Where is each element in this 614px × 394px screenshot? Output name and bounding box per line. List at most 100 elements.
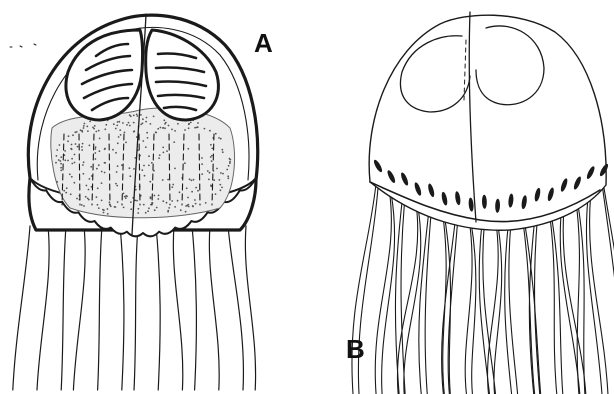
panel-a-stipple-dot <box>74 154 76 156</box>
panel-a-stipple-dot <box>141 169 143 171</box>
panel-a-stipple-dot <box>123 193 125 195</box>
panel-a-stipple-dot <box>68 135 70 137</box>
panel-a-stipple-dot <box>171 129 173 131</box>
panel-a-stipple-dot <box>185 211 187 213</box>
panel-a-stipple-dot <box>168 125 170 127</box>
panel-a-stipple-dot <box>209 130 211 132</box>
panel-a-stipple-dot <box>95 146 97 148</box>
panel-a-stipple-dot <box>133 168 135 170</box>
panel-a-stipple-dot <box>156 207 158 209</box>
panel-a-stipple-dot <box>88 199 90 201</box>
panel-a-stipple-dot <box>88 189 90 191</box>
panel-a-stipple-dot <box>65 192 67 194</box>
panel-a-stipple-dot <box>112 149 114 151</box>
panel-a-stipple-dot <box>194 127 196 129</box>
panel-a-stipple-dot <box>101 171 103 173</box>
panel-a-stipple-dot <box>129 167 131 169</box>
panel-a-stipple-dot <box>211 148 213 150</box>
panel-a-stipple-dot <box>164 127 166 129</box>
panel-a-stipple-dot <box>81 131 83 133</box>
panel-a-stipple-dot <box>157 198 159 200</box>
panel-a-stipple-dot <box>71 176 73 178</box>
panel-a-stipple-dot <box>197 122 199 124</box>
panel-a-stipple-dot <box>218 137 220 139</box>
panel-a-stipple-dot <box>121 164 123 166</box>
panel-a-stipple-dot <box>145 146 147 148</box>
panel-a-stipple-dot <box>67 140 69 142</box>
panel-a-stipple-dot <box>162 200 164 202</box>
panel-a-stipple-dot <box>56 155 58 157</box>
panel-a-stipple-dot <box>71 158 73 160</box>
panel-a-stipple-dot <box>195 203 197 205</box>
panel-a-stipple-dot <box>60 167 62 169</box>
panel-a-stipple-dot <box>136 200 138 202</box>
panel-a-stipple-dot <box>64 150 66 152</box>
panel-a-stipple-dot <box>117 165 119 167</box>
panel-a-stipple-dot <box>115 152 117 154</box>
panel-a-stipple-dot <box>122 122 124 124</box>
panel-a-stipple-dot <box>174 130 176 132</box>
panel-a-stipple-dot <box>124 132 126 134</box>
panel-a-stipple-dot <box>211 155 213 157</box>
panel-a-stipple-dot <box>117 142 119 144</box>
panel-a-stipple-dot <box>63 190 65 192</box>
panel-a-stipple-dot <box>168 207 170 209</box>
panel-a-stipple-dot <box>103 212 105 214</box>
panel-a-stipple-dot <box>158 195 160 197</box>
panel-a-stipple-dot <box>189 178 191 180</box>
panel-a-stipple-dot <box>193 179 195 181</box>
panel-a-stipple-dot <box>99 138 101 140</box>
panel-a-stipple-dot <box>85 196 87 198</box>
panel-a-stipple-dot <box>157 128 159 130</box>
panel-a-stipple-dot <box>83 173 85 175</box>
panel-a-stipple-dot <box>180 209 182 211</box>
panel-a-stipple-dot <box>159 154 161 156</box>
panel-a-stipple-dot <box>220 189 222 191</box>
panel-a-stipple-dot <box>150 198 152 200</box>
panel-a-stipple-dot <box>171 200 173 202</box>
panel-a-stipple-dot <box>167 210 169 212</box>
panel-a-stipple-dot <box>84 123 86 125</box>
panel-a-stipple-dot <box>59 144 61 146</box>
panel-a-stipple-dot <box>148 207 150 209</box>
panel-a-stipple-dot <box>210 184 212 186</box>
panel-a-stipple-dot <box>148 155 150 157</box>
panel-a-stipple-dot <box>130 201 132 203</box>
panel-a-stipple-dot <box>125 142 127 144</box>
panel-a-stipple-dot <box>220 138 222 140</box>
panel-a-stipple-dot <box>207 170 209 172</box>
panel-a-stipple-dot <box>116 171 118 173</box>
panel-a-stipple-dot <box>60 170 62 172</box>
panel-a-stipple-dot <box>162 179 164 181</box>
panel-a-stipple-dot <box>213 179 215 181</box>
panel-a-stipple-dot <box>97 187 99 189</box>
panel-a-stipple-dot <box>119 129 121 131</box>
panel-a-stipple-dot <box>89 145 91 147</box>
panel-a-stipple-dot <box>229 162 231 164</box>
panel-a-stipple-dot <box>222 151 224 153</box>
panel-a-stipple-dot <box>142 118 144 120</box>
panel-a-stipple-dot <box>83 125 85 127</box>
panel-a-stipple-dot <box>133 131 135 133</box>
panel-a-stipple-dot <box>145 212 147 214</box>
panel-a-stipple-dot <box>136 115 138 117</box>
panel-a-stipple-dot <box>109 201 111 203</box>
panel-a-stipple-dot <box>70 193 72 195</box>
panel-a-label: A <box>254 30 273 56</box>
panel-a-stipple-dot <box>104 148 106 150</box>
panel-a-stipple-dot <box>142 140 144 142</box>
panel-a-stomach-region <box>51 108 235 218</box>
panel-a-stipple-dot <box>81 146 83 148</box>
panel-a-stipple-dot <box>133 115 135 117</box>
panel-a-stipple-dot <box>138 208 140 210</box>
panel-a-stipple-dot <box>219 179 221 181</box>
panel-a-stipple-dot <box>145 121 147 123</box>
panel-a-stipple-dot <box>89 121 91 123</box>
panel-a-stipple-dot <box>120 134 122 136</box>
panel-a-stipple-dot <box>150 123 152 125</box>
panel-a-stipple-dot <box>94 125 96 127</box>
panel-a-stipple-dot <box>94 152 96 154</box>
panel-a-stipple-dot <box>197 126 199 128</box>
panel-a-stipple-dot <box>105 124 107 126</box>
